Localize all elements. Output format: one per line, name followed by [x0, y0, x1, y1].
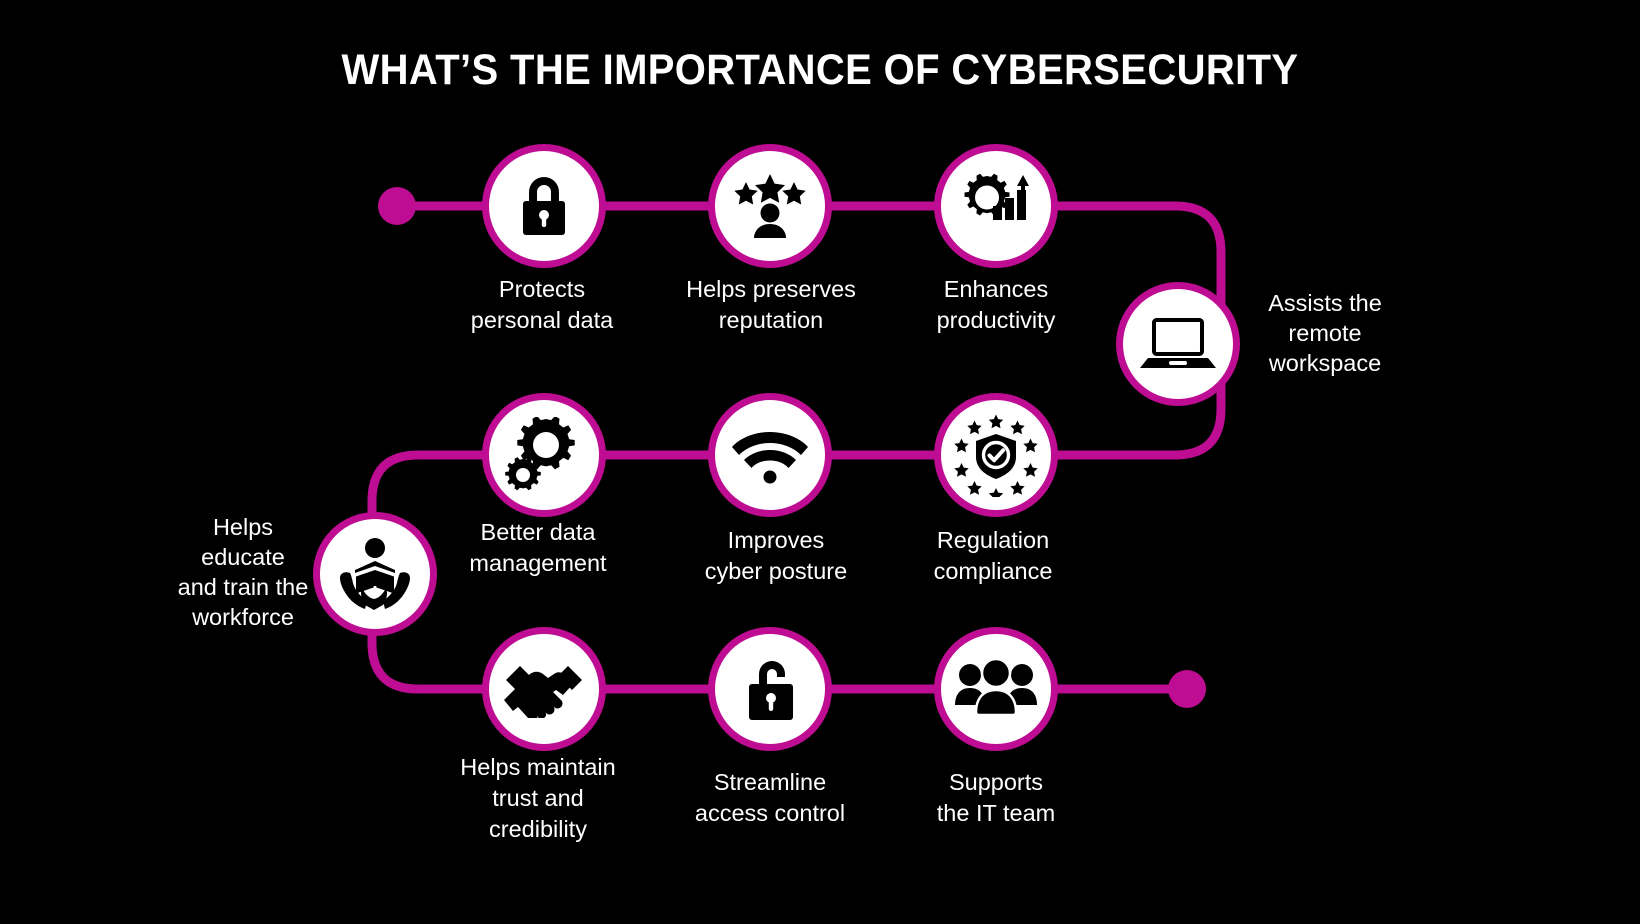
hands-book-person-icon: [334, 536, 416, 612]
caption-helps-preserves-reputation: Helps preserves reputation: [686, 276, 856, 333]
padlock-open-icon: [737, 654, 803, 724]
node-streamline-access-control[interactable]: [708, 627, 832, 751]
node-helps-maintain-trust[interactable]: [482, 627, 606, 751]
node-supports-it-team[interactable]: [934, 627, 1058, 751]
caption-better-data-management: Better data management: [469, 519, 607, 576]
caption-enhances-productivity: Enhances productivity: [936, 276, 1056, 333]
node-enhances-productivity[interactable]: [934, 144, 1058, 268]
group-people-icon: [955, 660, 1037, 718]
caption-assists-remote-workspace: Assists the remote workspace: [1268, 290, 1382, 376]
node-improves-cyber-posture[interactable]: [708, 393, 832, 517]
wifi-signal-icon: [732, 426, 808, 484]
caption-protects-personal-data: Protects personal data: [470, 276, 614, 333]
padlock-closed-icon: [513, 173, 575, 239]
caption-helps-maintain-trust: Helps maintain trust and credibility: [460, 754, 616, 842]
node-assists-remote-workspace[interactable]: [1116, 282, 1240, 406]
page-title: WHAT’S THE IMPORTANCE OF CYBERSECURITY: [341, 46, 1299, 94]
caption-streamline-access-control: Streamline access control: [694, 769, 846, 826]
node-protects-personal-data[interactable]: [482, 144, 606, 268]
path-end-dot: [1168, 670, 1206, 708]
caption-improves-cyber-posture: Improves cyber posture: [704, 527, 848, 584]
shield-check-stars-icon: [954, 413, 1038, 497]
caption-supports-it-team: Supports the IT team: [936, 769, 1056, 826]
handshake-icon: [504, 660, 584, 718]
gear-bar-chart-icon: [955, 170, 1037, 242]
node-helps-educate-workforce[interactable]: [313, 512, 437, 636]
node-better-data-management[interactable]: [482, 393, 606, 517]
person-stars-icon: [733, 174, 807, 238]
caption-regulation-compliance: Regulation compliance: [933, 527, 1053, 584]
gears-icon: [505, 417, 583, 493]
path-start-dot: [378, 187, 416, 225]
laptop-icon: [1140, 316, 1216, 372]
node-regulation-compliance[interactable]: [934, 393, 1058, 517]
caption-helps-educate-workforce: Helps educate and train the workforce: [177, 514, 309, 630]
node-helps-preserves-reputation[interactable]: [708, 144, 832, 268]
